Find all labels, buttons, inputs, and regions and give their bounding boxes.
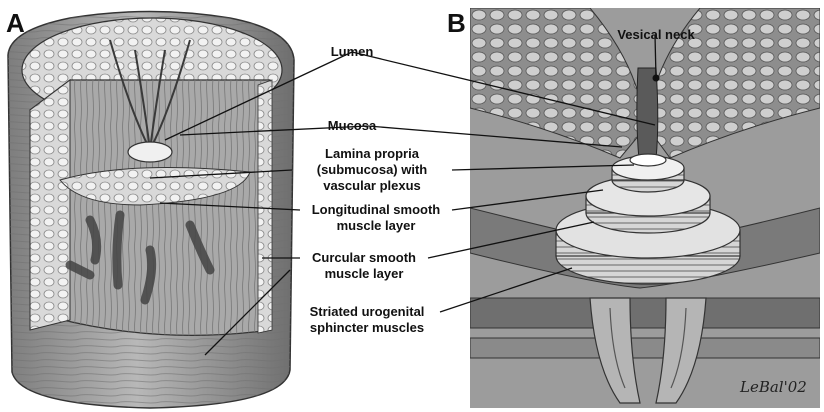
label-vesical-neck: Vesical neck xyxy=(600,27,712,43)
label-circular-line-1: Curcular smooth xyxy=(296,250,432,266)
label-lamina-propria: Lamina propria (submucosa) with vascular… xyxy=(292,146,452,194)
label-mucosa: Mucosa xyxy=(300,118,404,134)
panel-letter-a: A xyxy=(6,8,25,39)
label-lamina-line-3: vascular plexus xyxy=(292,178,452,194)
panel-letter-b: B xyxy=(447,8,466,39)
label-longitudinal-muscle: Longitudinal smooth muscle layer xyxy=(290,202,462,234)
label-striated-line-2: sphincter muscles xyxy=(292,320,442,336)
label-circular-line-2: muscle layer xyxy=(296,266,432,282)
artist-signature: LeBal'02 xyxy=(740,378,807,396)
label-striated-line-1: Striated urogenital xyxy=(292,304,442,320)
label-longitudinal-line-1: Longitudinal smooth xyxy=(290,202,462,218)
label-striated-sphincter: Striated urogenital sphincter muscles xyxy=(292,304,442,336)
label-lamina-line-2: (submucosa) with xyxy=(292,162,452,178)
label-longitudinal-line-2: muscle layer xyxy=(290,218,462,234)
label-lamina-line-1: Lamina propria xyxy=(292,146,452,162)
label-circular-muscle: Curcular smooth muscle layer xyxy=(296,250,432,282)
label-lumen: Lumen xyxy=(300,44,404,60)
